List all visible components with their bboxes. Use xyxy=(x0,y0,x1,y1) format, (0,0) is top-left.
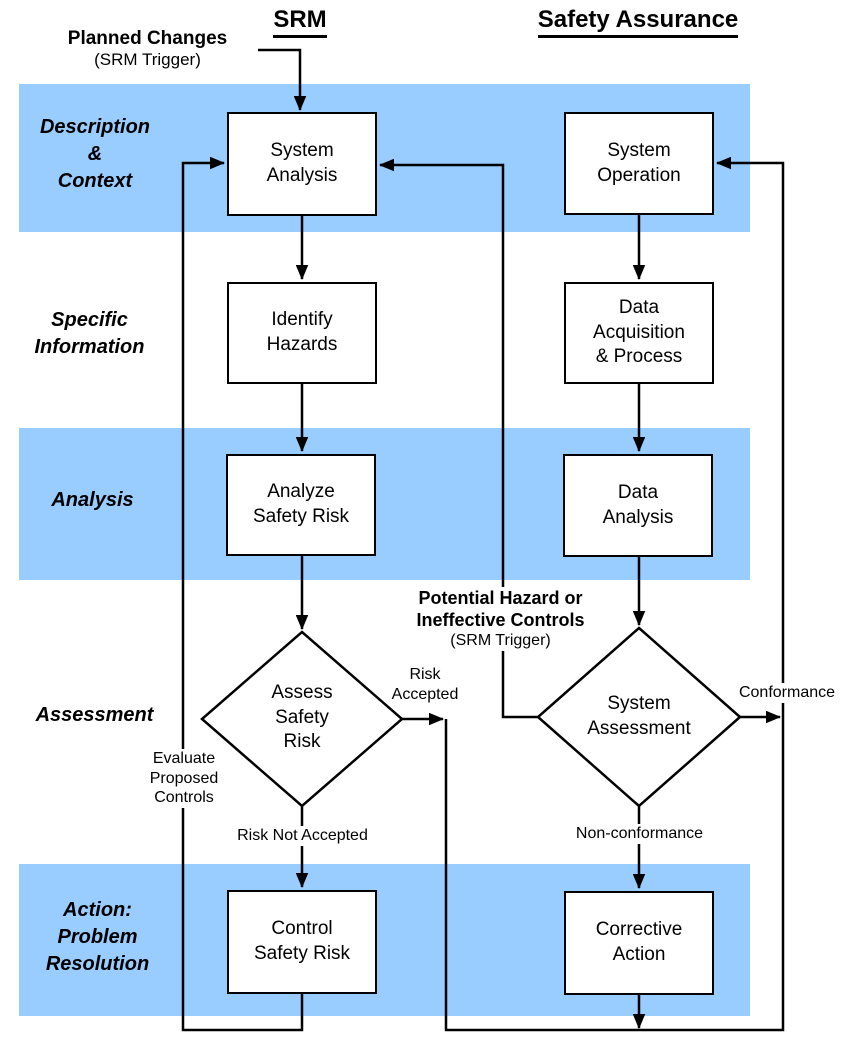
node-data-acquisition-process: Data Acquisition & Process xyxy=(564,282,714,384)
srm-title-text: SRM xyxy=(273,6,327,38)
planned-changes-title: Planned Changes xyxy=(67,28,228,49)
edge-label-non-conformance: Non-conformance xyxy=(567,824,712,844)
edge-control-risk-feedback-to-system-analysis xyxy=(181,156,304,1032)
node-analyze-safety-risk: Analyze Safety Risk xyxy=(226,454,376,556)
node-data-analysis: Data Analysis xyxy=(563,454,713,557)
node-system-operation: System Operation xyxy=(564,112,714,215)
column-title-safety-assurance: Safety Assurance xyxy=(518,6,758,38)
diamond-system-assessment xyxy=(536,626,742,808)
edge-label-potential-hazard: Potential Hazard or Ineffective Controls… xyxy=(393,587,608,652)
node-system-assessment-label: System Assessment xyxy=(587,693,691,739)
row-label-analysis: Analysis xyxy=(51,489,134,511)
node-assess-safety-risk-label: Assess Safety Risk xyxy=(271,682,333,753)
edge-label-risk-not-accepted: Risk Not Accepted xyxy=(230,826,375,846)
edge-label-evaluate-proposed-controls: Evaluate Proposed Controls xyxy=(138,749,230,808)
node-system-analysis: System Analysis xyxy=(227,112,377,216)
node-corrective-action: Corrective Action xyxy=(564,891,714,995)
row-label-description-context: Description & Context xyxy=(39,116,151,192)
safety-assurance-title-text: Safety Assurance xyxy=(537,6,739,38)
row-label-assessment: Assessment xyxy=(35,704,154,726)
row-label-specific-information: Specific Information xyxy=(34,309,145,358)
edge-feedback-to-system-operation xyxy=(444,156,785,1032)
column-title-srm: SRM xyxy=(240,6,360,38)
planned-changes-subtitle: (SRM Trigger) xyxy=(94,49,201,69)
potential-hazard-subtitle: (SRM Trigger) xyxy=(450,632,551,650)
node-control-safety-risk: Control Safety Risk xyxy=(227,890,377,994)
diamond-assess-safety-risk xyxy=(200,630,404,808)
edge-srm-trigger-feedback xyxy=(378,158,538,719)
planned-changes-label: Planned Changes (SRM Trigger) xyxy=(50,28,245,70)
edge-planned-changes-to-system-analysis xyxy=(258,48,307,112)
edge-label-conformance: Conformance xyxy=(731,683,843,703)
row-label-action-problem-resolution: Action: Problem Resolution xyxy=(45,899,150,975)
potential-hazard-title: Potential Hazard or Ineffective Controls xyxy=(416,588,585,631)
edge-label-risk-accepted: Risk Accepted xyxy=(391,666,459,703)
node-identify-hazards: Identify Hazards xyxy=(227,282,377,384)
